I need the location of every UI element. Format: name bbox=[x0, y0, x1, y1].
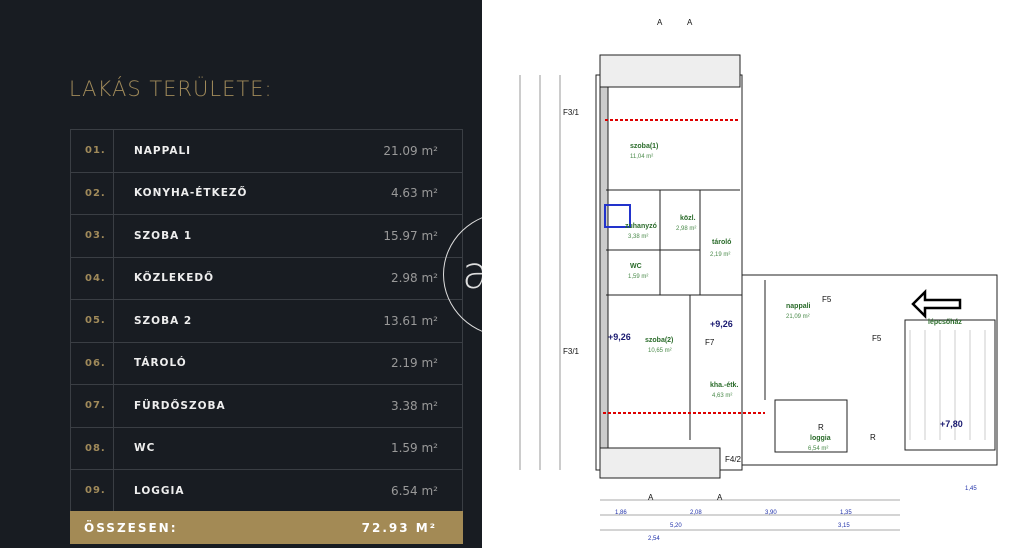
tag-label: R bbox=[870, 433, 876, 442]
room-area-wc: 1,59 m² bbox=[628, 274, 648, 280]
room-number: 09. bbox=[71, 470, 114, 512]
room-number: 04. bbox=[71, 257, 114, 299]
dimension: 3,15 bbox=[838, 523, 850, 529]
total-value: 72.93 M² bbox=[361, 520, 437, 535]
room-number: 01. bbox=[71, 130, 114, 172]
table-row: 09. LOGGIA 6.54 m² bbox=[70, 470, 463, 513]
wall-outline bbox=[595, 74, 743, 471]
table-row: 03. SZOBA 1 15.97 m² bbox=[70, 215, 463, 258]
room-number: 06. bbox=[71, 342, 114, 384]
room-area: 2.98 m² bbox=[390, 271, 438, 286]
tag-label: F3/1 bbox=[563, 108, 580, 117]
dimension: 2,08 bbox=[690, 510, 702, 516]
level-mark: +7,80 bbox=[940, 419, 963, 429]
total-row: ÖSSZESEN: 72.93 M² bbox=[70, 511, 463, 544]
room-name: SZOBA 2 bbox=[134, 314, 193, 327]
room-label-nappali: nappali bbox=[786, 303, 811, 310]
table-row: 06. TÁROLÓ 2.19 m² bbox=[70, 342, 463, 385]
room-number: 05. bbox=[71, 300, 114, 342]
level-mark: +9,26 bbox=[710, 319, 733, 329]
table-row: 05. SZOBA 2 13.61 m² bbox=[70, 300, 463, 343]
room-label-kozl: közl. bbox=[680, 215, 696, 222]
tag-label: F5 bbox=[872, 334, 882, 343]
table-row: 01. NAPPALI 21.09 m² bbox=[70, 130, 463, 173]
room-area-loggia: 6,54 m² bbox=[808, 446, 828, 452]
loggia-outline bbox=[774, 399, 848, 453]
tag-label: A bbox=[687, 18, 693, 27]
room-area: 21.09 m² bbox=[383, 143, 438, 158]
level-mark: +9,26 bbox=[608, 332, 631, 342]
room-area: 2.19 m² bbox=[390, 356, 438, 371]
balcony-top bbox=[599, 54, 741, 88]
table-row: 07. FÜRDŐSZOBA 3.38 m² bbox=[70, 385, 463, 428]
room-number: 07. bbox=[71, 385, 114, 427]
tag-label: R bbox=[818, 423, 824, 432]
floor-plan: szoba(1) 11,04 m² zuhanyzó 3,38 m² közl.… bbox=[482, 0, 1024, 548]
dimension: 1,45 bbox=[965, 486, 977, 492]
room-area: 3.38 m² bbox=[390, 398, 438, 413]
room-area: 13.61 m² bbox=[383, 313, 438, 328]
room-area-szoba2: 10,65 m² bbox=[648, 348, 672, 354]
tag-label: F3/1 bbox=[563, 347, 580, 356]
room-number: 02. bbox=[71, 172, 114, 214]
tag-label: A bbox=[717, 493, 723, 502]
room-name: NAPPALI bbox=[134, 144, 192, 157]
table-row: 04. KÖZLEKEDŐ 2.98 m² bbox=[70, 257, 463, 300]
room-name: KONYHA-ÉTKEZŐ bbox=[134, 187, 248, 200]
room-area-szoba1: 11,04 m² bbox=[630, 154, 653, 160]
total-label: ÖSSZESEN: bbox=[84, 520, 178, 535]
room-area-kozl: 2,98 m² bbox=[676, 226, 696, 232]
room-area-zuhanyzo: 3,38 m² bbox=[628, 234, 648, 240]
room-area-kha: 4,63 m² bbox=[712, 393, 732, 399]
table-row: 02. KONYHA-ÉTKEZŐ 4.63 m² bbox=[70, 172, 463, 215]
tag-label: A bbox=[657, 18, 663, 27]
room-label-zuhanyzo: zuhanyzó bbox=[625, 223, 657, 230]
area-panel: LAKÁS TERÜLETE: (function(){ const d=JSO… bbox=[0, 0, 482, 548]
floor-plan-drawing: szoba(1) 11,04 m² zuhanyzó 3,38 m² közl.… bbox=[519, 18, 998, 542]
page-title: LAKÁS TERÜLETE: bbox=[69, 77, 273, 101]
area-table: (function(){ const d=JSON.parse(document… bbox=[70, 129, 463, 513]
table-row: 08. WC 1.59 m² bbox=[70, 427, 463, 470]
room-label-szoba2: szoba(2) bbox=[645, 337, 673, 344]
room-area: 1.59 m² bbox=[390, 441, 438, 456]
dimension: 2,54 bbox=[648, 536, 660, 542]
tag-label: F7 bbox=[705, 338, 715, 347]
room-area: 15.97 m² bbox=[383, 228, 438, 243]
room-number: 08. bbox=[71, 427, 114, 469]
room-name: LOGGIA bbox=[134, 484, 185, 497]
wall-outline-right bbox=[741, 274, 998, 466]
wall-left bbox=[599, 77, 609, 469]
logo-letter: a bbox=[462, 248, 482, 299]
dimension: 1,86 bbox=[615, 510, 627, 516]
room-label-tarolo: tároló bbox=[712, 239, 731, 246]
room-area-tarolo: 2,19 m² bbox=[710, 252, 730, 258]
tag-label: F4/2 bbox=[725, 455, 742, 464]
dimension: 1,35 bbox=[840, 510, 852, 516]
balcony-bottom bbox=[599, 447, 721, 479]
room-number: 03. bbox=[71, 215, 114, 257]
dimension: 3,90 bbox=[765, 510, 777, 516]
room-label-szoba1: szoba(1) bbox=[630, 143, 658, 150]
room-label-wc: WC bbox=[630, 263, 642, 270]
room-label-kha: kha.-étk. bbox=[710, 382, 738, 389]
room-name: TÁROLÓ bbox=[134, 357, 187, 370]
room-name: SZOBA 1 bbox=[134, 229, 193, 242]
room-name: WC bbox=[134, 442, 156, 455]
room-area-nappali: 21,09 m² bbox=[786, 314, 810, 320]
tag-label: F5 bbox=[822, 295, 832, 304]
room-area: 4.63 m² bbox=[390, 186, 438, 201]
dimension: 5,20 bbox=[670, 523, 682, 529]
stair-outline bbox=[904, 319, 996, 451]
tag-label: A bbox=[648, 493, 654, 502]
room-label-lepcsohaz: lépcsőház bbox=[928, 319, 962, 326]
room-label-loggia: loggia bbox=[810, 435, 831, 442]
room-area: 6.54 m² bbox=[390, 483, 438, 498]
room-name: KÖZLEKEDŐ bbox=[134, 272, 215, 285]
room-name: FÜRDŐSZOBA bbox=[134, 399, 226, 412]
